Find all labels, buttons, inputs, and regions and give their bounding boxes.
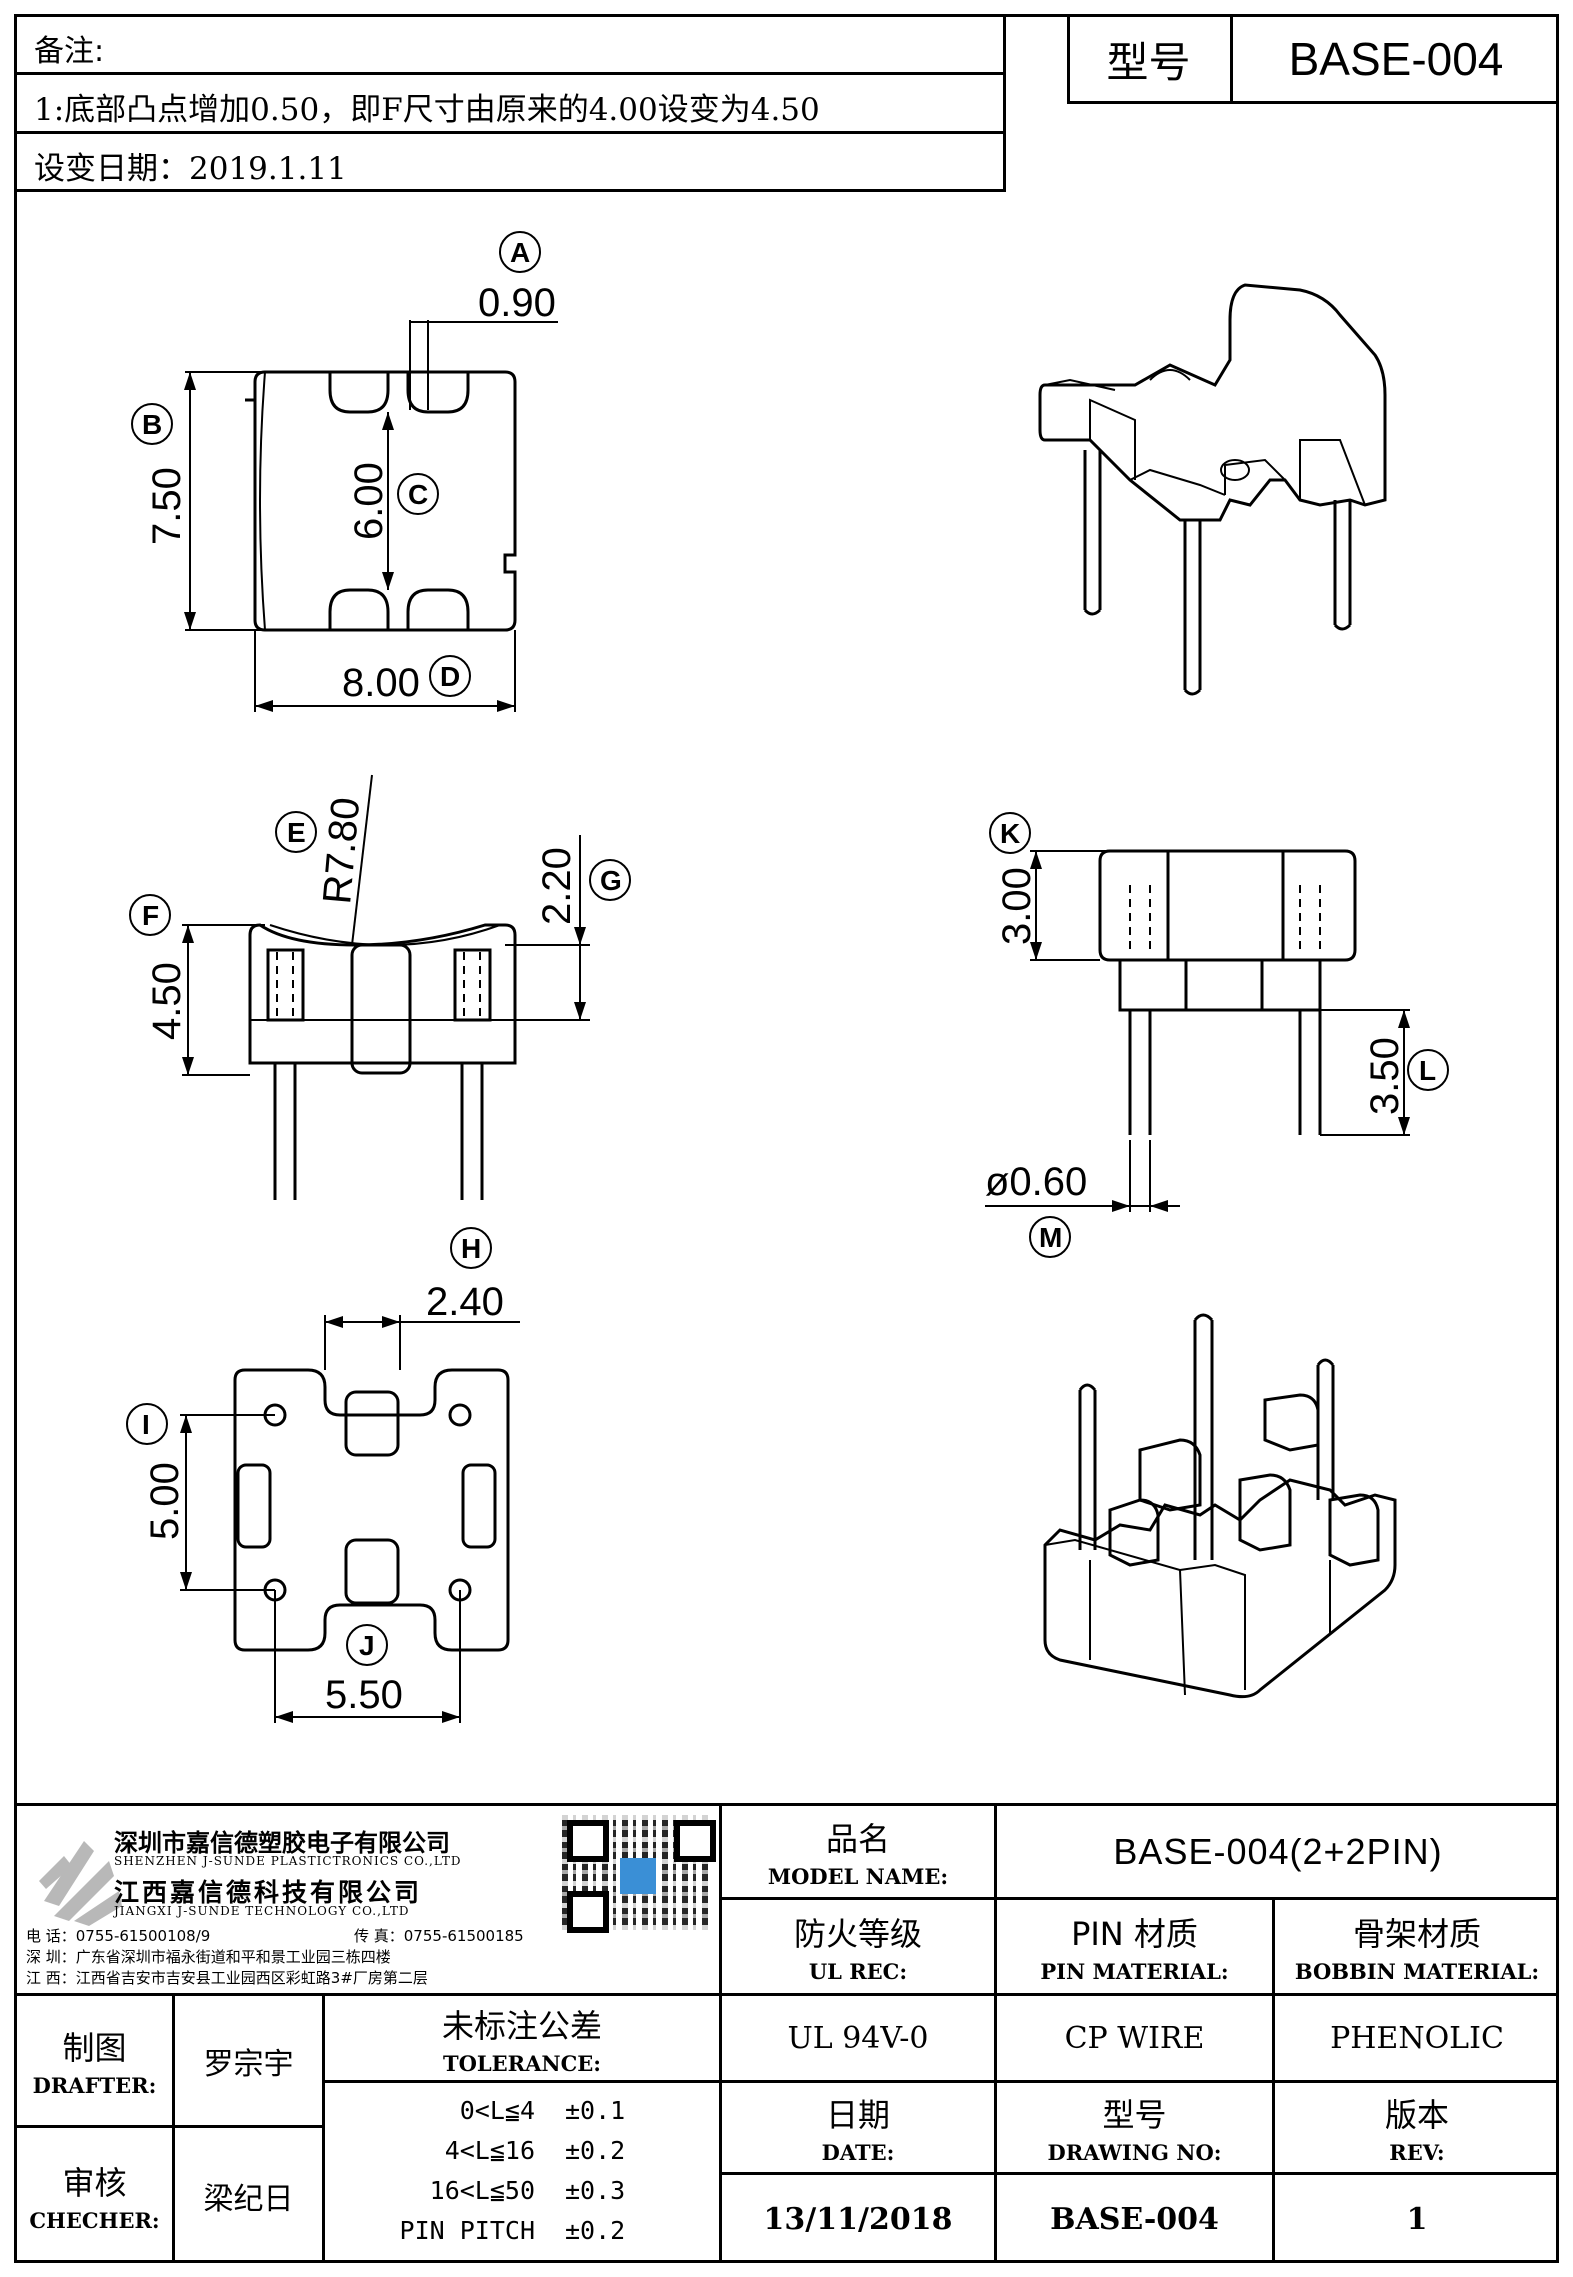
technical-drawing: A 0.90 B 7.50 C 6.00 8.00 D bbox=[126, 231, 1449, 1723]
dim-label-c: C bbox=[408, 479, 428, 510]
company-phone: 电 话：0755-61500108/9 bbox=[26, 1927, 211, 1945]
model-value: BASE-004 bbox=[1288, 33, 1504, 85]
notes-divider-1 bbox=[14, 72, 1006, 75]
dim-value-g: 2.20 bbox=[535, 847, 579, 925]
dim-label-g: G bbox=[600, 865, 622, 896]
rev-value: 1 bbox=[1406, 2201, 1428, 2237]
dim-label-k: K bbox=[1000, 818, 1020, 849]
dim-label-j: J bbox=[359, 1630, 375, 1661]
company-logo-icon bbox=[39, 1841, 122, 1926]
tolerance-row: 4<L≦16 ±0.2 bbox=[444, 2135, 626, 2165]
dim-value-f: 4.50 bbox=[145, 962, 189, 1040]
dim-value-c: 6.00 bbox=[347, 462, 391, 540]
dim-label-a: A bbox=[510, 237, 530, 268]
dim-value-k: 3.00 bbox=[995, 867, 1039, 945]
notes-box bbox=[14, 14, 1006, 192]
title-block bbox=[14, 1803, 1559, 2263]
dim-label-m: M bbox=[1039, 1222, 1062, 1253]
date-value: 13/11/2018 bbox=[763, 2201, 953, 2237]
dim-label-f: F bbox=[142, 900, 159, 931]
isometric-view-top bbox=[1038, 283, 1387, 696]
dim-label-b: B bbox=[142, 409, 162, 440]
model-label: 型号 bbox=[1106, 37, 1191, 87]
tolerance-row: 0<L≦4 ±0.1 bbox=[459, 2095, 626, 2125]
ul-value: UL 94V-0 bbox=[787, 2020, 929, 2056]
company-name-en-2: JIANGXI J-SUNDE TECHNOLOGY CO.,LTD bbox=[114, 1904, 410, 1918]
ul-label: 防火等级 UL REC: bbox=[793, 1915, 922, 1984]
bobbin-material-label: 骨架材质 BOBBIN MATERIAL: bbox=[1294, 1915, 1540, 1984]
drafter-label: 制图 DRAFTER: bbox=[32, 2029, 157, 2098]
dim-label-i: I bbox=[142, 1409, 150, 1440]
dim-label-e: E bbox=[287, 817, 306, 848]
drafter-value: 罗宗宇 bbox=[203, 2046, 294, 2082]
pin-material-label: PIN 材质 PIN MATERIAL: bbox=[1040, 1915, 1229, 1984]
model-name-label: 品名 MODEL NAME: bbox=[767, 1820, 949, 1889]
dim-value-m: ø0.60 bbox=[985, 1160, 1087, 1204]
drawing-no-value: BASE-004 bbox=[1050, 2201, 1219, 2237]
top-view: A 0.90 B 7.50 C 6.00 8.00 D bbox=[131, 231, 558, 712]
tolerance-label: 未标注公差 TOLERANCE: bbox=[441, 2006, 602, 2076]
dim-value-d: 8.00 bbox=[342, 661, 420, 705]
rev-label: 版本 REV: bbox=[1384, 2096, 1449, 2165]
isometric-view-bottom bbox=[1043, 1313, 1397, 1699]
side-view: K 3.00 L 3.50 ø0.60 M bbox=[985, 812, 1449, 1258]
company-address-shenzhen: 深 圳：广东省深圳市福永街道和平和景工业园三栋四楼 bbox=[26, 1948, 391, 1966]
bottom-view: H 2.40 I 5.00 J 5.50 bbox=[126, 1227, 520, 1723]
tolerance-row: 16<L≦50 ±0.3 bbox=[429, 2175, 626, 2205]
tolerance-row: PIN PITCH ±0.2 bbox=[399, 2215, 626, 2245]
drawing-no-label: 型号 DRAWING NO: bbox=[1047, 2096, 1222, 2165]
date-label: 日期 DATE: bbox=[821, 2096, 895, 2165]
checker-value: 梁纪日 bbox=[203, 2181, 294, 2217]
company-name-cn-2: 江西嘉信德科技有限公司 bbox=[114, 1878, 423, 1907]
company-name-en-1: SHENZHEN J-SUNDE PLASTICTRONICS CO.,LTD bbox=[114, 1854, 462, 1868]
company-area: 深圳市嘉信德塑胶电子有限公司 SHENZHEN J-SUNDE PLASTICT… bbox=[14, 1803, 719, 1993]
notes-divider-2 bbox=[14, 131, 1006, 134]
qr-code-logo bbox=[620, 1858, 656, 1894]
dim-value-a: 0.90 bbox=[478, 281, 556, 325]
model-header-divider bbox=[1230, 14, 1233, 104]
notes-line-1: 1:底部凸点增加0.50，即F尺寸由原来的4.00设变为4.50 bbox=[34, 92, 820, 128]
checker-label: 审核 CHECHER: bbox=[29, 2164, 160, 2233]
dim-value-h: 2.40 bbox=[426, 1280, 504, 1324]
company-fax: 传 真：0755-61500185 bbox=[354, 1927, 524, 1945]
dim-label-l: L bbox=[1419, 1055, 1436, 1086]
dim-value-b: 7.50 bbox=[145, 467, 189, 545]
dim-label-d: D bbox=[440, 661, 460, 692]
dim-value-e: R7.80 bbox=[315, 796, 368, 906]
tolerance-table: 0<L≦4 ±0.1 4<L≦16 ±0.2 16<L≦50 ±0.3 PIN … bbox=[325, 2090, 719, 2250]
bobbin-material-value: PHENOLIC bbox=[1330, 2020, 1504, 2056]
front-view: E R7.80 F 4.50 G 2.20 bbox=[129, 774, 631, 1200]
notes-title: 备注: bbox=[34, 34, 105, 69]
dim-value-j: 5.50 bbox=[325, 1673, 403, 1717]
company-address-jiangxi: 江 西：江西省吉安市吉安县工业园西区彩虹路3#厂房第二层 bbox=[26, 1969, 428, 1987]
company-name-cn-1: 深圳市嘉信德塑胶电子有限公司 bbox=[114, 1829, 450, 1857]
dim-label-h: H bbox=[461, 1233, 481, 1264]
model-name-value: BASE-004(2+2PIN) bbox=[1113, 1830, 1443, 1872]
pin-material-value: CP WIRE bbox=[1064, 2020, 1205, 2056]
notes-line-2: 设变日期：2019.1.11 bbox=[34, 151, 347, 187]
model-header-box bbox=[1067, 14, 1559, 104]
dim-value-l: 3.50 bbox=[1363, 1037, 1407, 1115]
dim-value-i: 5.00 bbox=[143, 1462, 187, 1540]
